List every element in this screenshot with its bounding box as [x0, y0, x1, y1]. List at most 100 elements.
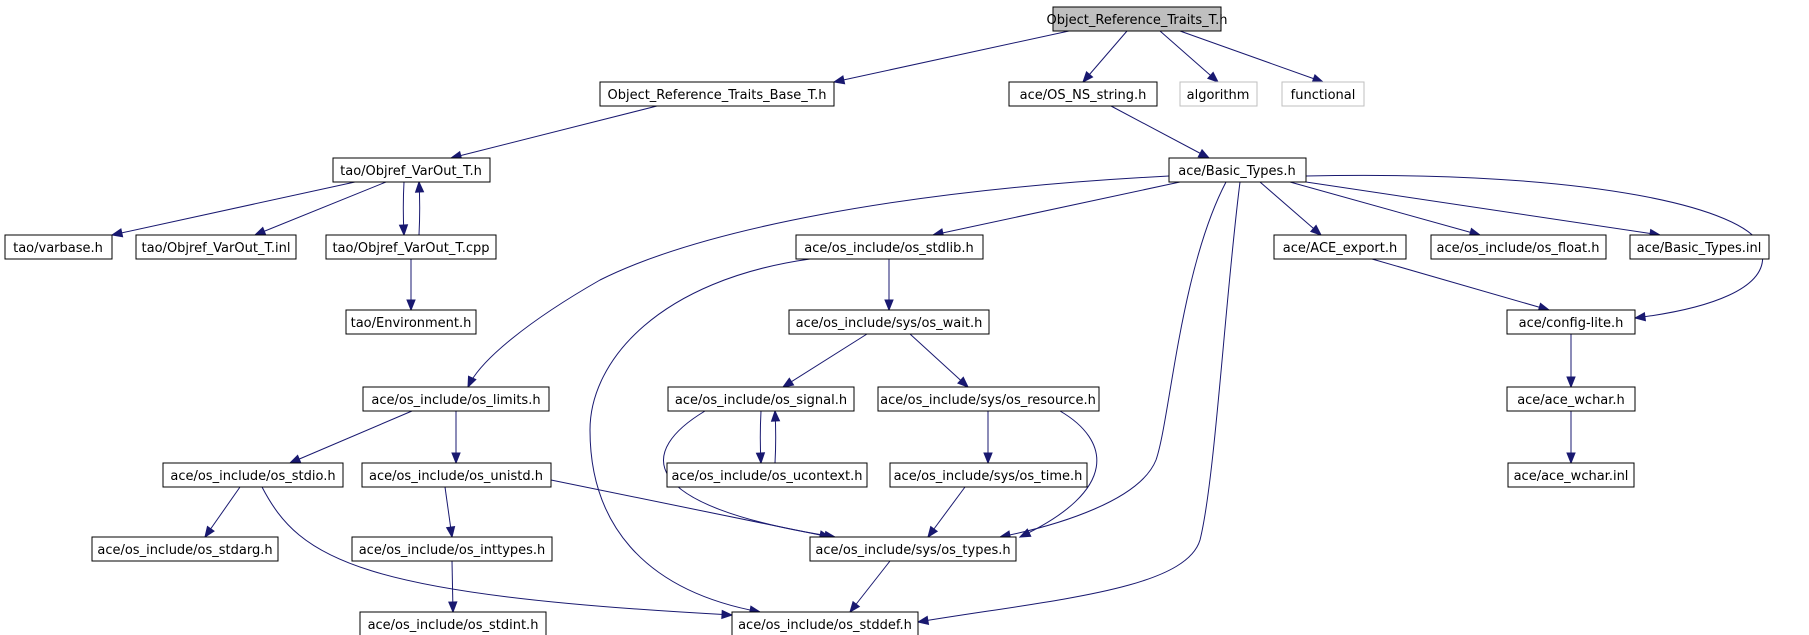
edge-arrowhead — [1206, 71, 1220, 83]
edge-arrowhead — [398, 224, 409, 237]
edge-arrowhead — [1082, 70, 1094, 84]
edge-arrowhead — [770, 409, 781, 422]
edge-types-to-stddef — [849, 560, 891, 613]
edge-arrowhead — [916, 615, 930, 625]
node-label: ace/os_include/os_inttypes.h — [359, 543, 546, 558]
node-functional[interactable]: functional — [1281, 81, 1365, 107]
node-object-reference-traits-base-t-h[interactable]: Object_Reference_Traits_Base_T.h — [599, 81, 835, 107]
node-algorithm[interactable]: algorithm — [1179, 81, 1258, 107]
node-label: ace/os_include/sys/os_wait.h — [796, 316, 983, 331]
node-label: ace/OS_NS_string.h — [1020, 88, 1147, 103]
edge-arrowhead — [832, 75, 846, 85]
edge-arrowhead — [983, 452, 993, 465]
node-label: Object_Reference_Traits_Base_T.h — [607, 88, 826, 103]
edge-arrowhead — [1566, 376, 1576, 389]
edge-arrowhead — [451, 452, 461, 465]
edge-arrowhead — [1018, 528, 1032, 538]
node-label: tao/Objref_VarOut_T.inl — [142, 241, 291, 256]
node-ace-os-include-os-unistd-h[interactable]: ace/os_include/os_unistd.h — [361, 462, 552, 488]
node-label: algorithm — [1187, 88, 1250, 103]
node-ace-ace-export-h[interactable]: ace/ACE_export.h — [1273, 234, 1407, 260]
node-label: ace/os_include/os_ucontext.h — [671, 469, 862, 484]
node-label: ace/os_include/sys/os_time.h — [894, 469, 1083, 484]
node-tao-varbase-h[interactable]: tao/varbase.h — [4, 234, 113, 260]
edge-basic-to-configlite — [1305, 174, 1763, 319]
node-label: ace/os_include/os_stdlib.h — [804, 241, 973, 256]
node-ace-os-include-sys-os-resource-h[interactable]: ace/os_include/sys/os_resource.h — [877, 386, 1100, 412]
edge-wait-to-signal — [782, 333, 868, 388]
edge-basic-to-basicinl — [1305, 181, 1661, 236]
node-ace-basic-types-inl[interactable]: ace/Basic_Types.inl — [1629, 234, 1770, 260]
node-ace-os-include-os-stdint-h[interactable]: ace/os_include/os_stdint.h — [359, 611, 547, 635]
edge-basic-to-aceexport — [1259, 181, 1322, 236]
node-ace-os-include-os-ucontext-h[interactable]: ace/os_include/os_ucontext.h — [666, 462, 868, 488]
edge-arrowhead — [1311, 74, 1325, 83]
node-ace-os-include-os-stdlib-h[interactable]: ace/os_include/os_stdlib.h — [795, 234, 984, 260]
node-label: ace/os_include/os_stddef.h — [738, 618, 912, 633]
edge-arrowhead — [721, 609, 734, 620]
edge-basic-to-osfloat — [1289, 181, 1481, 236]
edge-arrowhead — [849, 600, 861, 614]
edge-arrowhead — [204, 525, 215, 539]
node-tao-environment-h[interactable]: tao/Environment.h — [345, 309, 477, 335]
node-label: ace/config-lite.h — [1519, 316, 1624, 331]
node-tao-objref-varout-t-cpp[interactable]: tao/Objref_VarOut_T.cpp — [325, 234, 497, 260]
edge-arrowhead — [1197, 148, 1211, 159]
node-label: tao/Objref_VarOut_T.cpp — [332, 241, 489, 256]
node-label: ace/Basic_Types.h — [1178, 164, 1295, 179]
edge-basic-to-types — [999, 181, 1227, 538]
edge-arrowhead — [448, 601, 458, 614]
edge-arrowhead — [884, 299, 894, 312]
node-ace-os-ns-string-h[interactable]: ace/OS_NS_string.h — [1008, 81, 1158, 107]
node-label: functional — [1291, 88, 1356, 103]
node-label: tao/Objref_VarOut_T.h — [340, 164, 482, 179]
edge-root-to-functional — [1179, 30, 1324, 83]
node-label: ace/ACE_export.h — [1283, 241, 1397, 256]
edge-arrowhead — [781, 377, 795, 388]
node-ace-ace-wchar-inl[interactable]: ace/ace_wchar.inl — [1507, 462, 1635, 488]
node-tao-objref-varout-t-inl[interactable]: tao/Objref_VarOut_T.inl — [135, 234, 297, 260]
edge-arrowhead — [288, 454, 302, 464]
node-ace-os-include-os-limits-h[interactable]: ace/os_include/os_limits.h — [362, 386, 550, 412]
node-ace-os-include-sys-os-time-h[interactable]: ace/os_include/sys/os_time.h — [889, 462, 1088, 488]
edge-root-to-osns — [1082, 30, 1128, 83]
node-object-reference-traits-t-h[interactable]: Object_Reference_Traits_T.h — [1047, 6, 1228, 32]
edge-root-to-algorithm — [1159, 30, 1219, 83]
node-label: ace/os_include/sys/os_resource.h — [880, 393, 1096, 408]
node-ace-os-include-os-inttypes-h[interactable]: ace/os_include/os_inttypes.h — [351, 536, 553, 562]
node-label: ace/os_include/os_limits.h — [371, 393, 540, 408]
edge-basic-to-stdlib — [932, 181, 1181, 236]
node-label: tao/varbase.h — [13, 241, 103, 256]
node-ace-os-include-os-stdio-h[interactable]: ace/os_include/os_stdio.h — [162, 462, 344, 488]
edge-arrowhead — [755, 452, 766, 465]
node-label: ace/os_include/os_stdint.h — [368, 618, 539, 633]
edges-layer — [110, 30, 1763, 625]
edge-aceexport-to-configlite — [1371, 258, 1550, 311]
node-tao-objref-varout-t-h[interactable]: tao/Objref_VarOut_T.h — [332, 157, 491, 183]
edge-basic-to-stddef — [917, 181, 1241, 623]
node-label: ace/os_include/sys/os_types.h — [815, 543, 1010, 558]
node-label: ace/ace_wchar.inl — [1514, 469, 1629, 484]
edge-root-to-base — [833, 30, 1070, 83]
node-label: ace/ace_wchar.h — [1517, 393, 1625, 408]
node-ace-basic-types-h[interactable]: ace/Basic_Types.h — [1168, 157, 1307, 183]
node-ace-os-include-sys-os-types-h[interactable]: ace/os_include/sys/os_types.h — [809, 536, 1017, 562]
edge-arrowhead — [253, 226, 267, 236]
edge-arrowhead — [957, 376, 969, 388]
node-ace-config-lite-h[interactable]: ace/config-lite.h — [1506, 309, 1636, 335]
node-ace-os-include-sys-os-wait-h[interactable]: ace/os_include/sys/os_wait.h — [788, 309, 990, 335]
node-label: Object_Reference_Traits_T.h — [1047, 13, 1228, 28]
node-ace-os-include-os-stdarg-h[interactable]: ace/os_include/os_stdarg.h — [91, 536, 279, 562]
node-ace-os-include-os-stddef-h[interactable]: ace/os_include/os_stddef.h — [731, 611, 919, 635]
edge-unistd-to-types — [550, 479, 831, 538]
edge-wait-to-resource — [909, 333, 969, 388]
node-ace-os-include-os-signal-h[interactable]: ace/os_include/os_signal.h — [667, 386, 855, 412]
node-ace-ace-wchar-h[interactable]: ace/ace_wchar.h — [1506, 386, 1636, 412]
node-label: ace/os_include/os_float.h — [1436, 241, 1599, 256]
edge-arrowhead — [1309, 224, 1323, 236]
node-ace-os-include-os-float-h[interactable]: ace/os_include/os_float.h — [1430, 234, 1607, 260]
edge-basic-to-limits — [467, 175, 1170, 388]
edge-resource-to-types — [1019, 410, 1098, 538]
node-label: ace/os_include/os_unistd.h — [369, 469, 543, 484]
